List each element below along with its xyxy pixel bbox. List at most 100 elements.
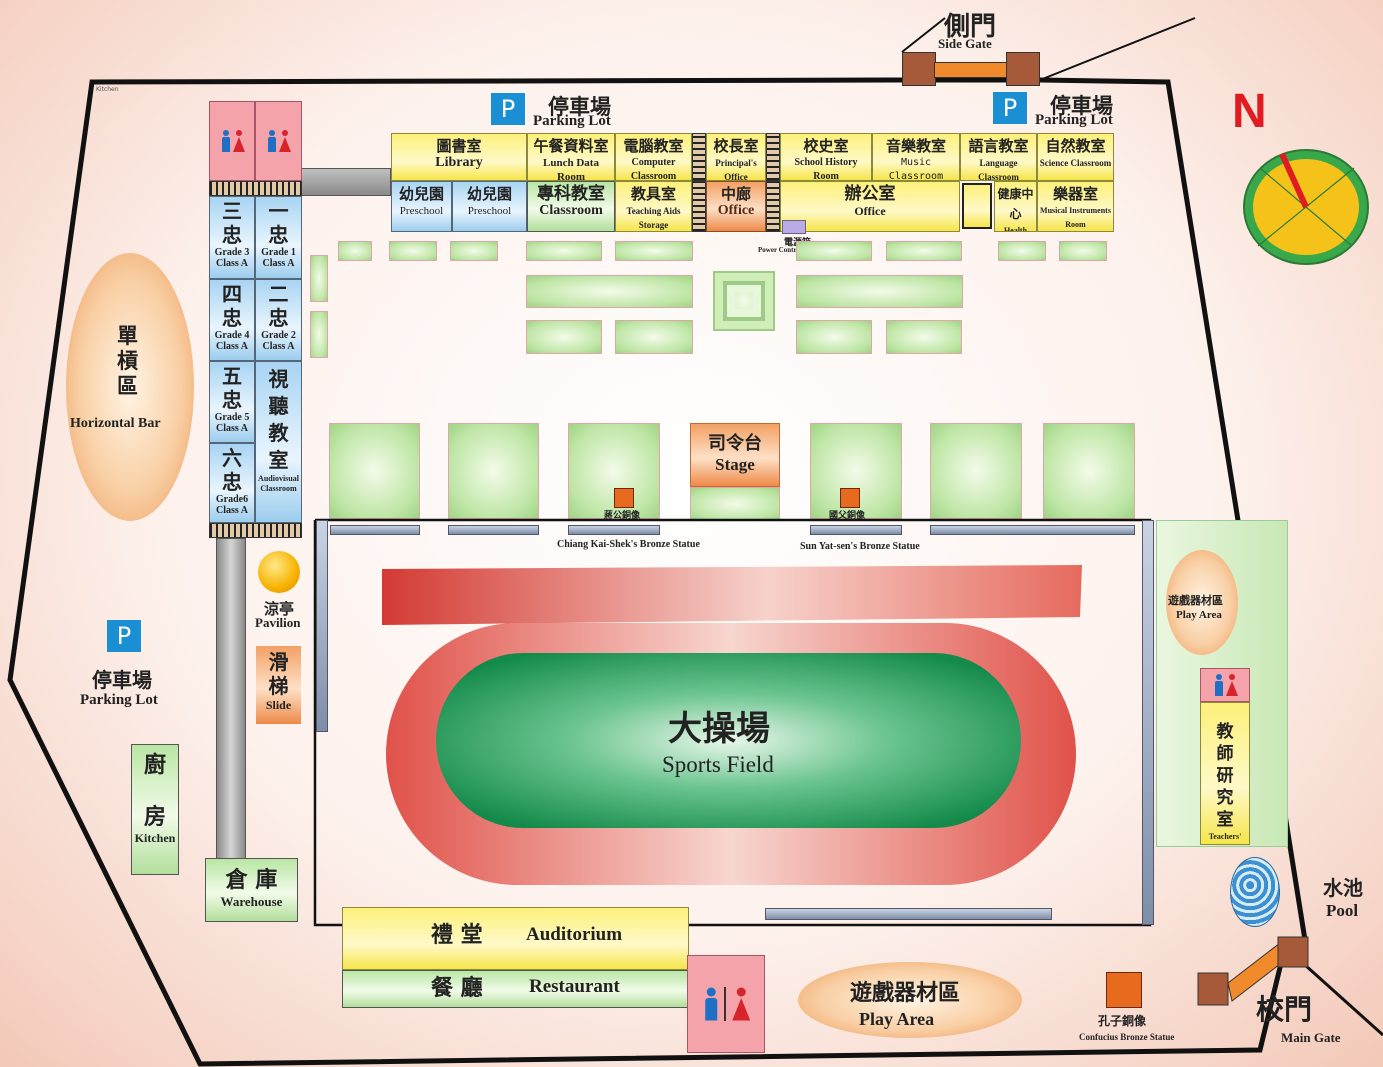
main-gate-en: Main Gate bbox=[1281, 1030, 1341, 1045]
compass-icon bbox=[1243, 149, 1369, 265]
restroom-nw-2 bbox=[255, 101, 302, 181]
main-gate-cn: 校門 bbox=[1256, 993, 1313, 1026]
planter bbox=[338, 241, 372, 261]
auditorium: 禮 堂 Auditorium bbox=[342, 907, 689, 970]
parking-top-left-cn: 停車場 bbox=[548, 95, 611, 119]
planter bbox=[450, 241, 498, 261]
rail-top-4 bbox=[810, 525, 902, 535]
side-gate-label-cn: 側門 bbox=[944, 12, 997, 42]
sports-field-cn: 大操場 bbox=[668, 709, 770, 749]
play-area-east-en: Play Area bbox=[1176, 609, 1222, 621]
parking-icon-top-left: P bbox=[491, 93, 525, 125]
rail-right bbox=[1142, 520, 1154, 925]
garden bbox=[526, 275, 693, 308]
restroom-nw-1 bbox=[209, 101, 255, 181]
play-area-east-cn: 遊戲器材區 bbox=[1168, 594, 1223, 607]
stairs-west-top bbox=[209, 181, 302, 196]
planter bbox=[526, 241, 602, 261]
planter bbox=[310, 255, 328, 302]
stairs-west-bottom bbox=[209, 523, 302, 538]
power-panel-en: Power Control Panel bbox=[758, 246, 821, 254]
parking-left-en: Parking Lot bbox=[80, 692, 158, 708]
small-room bbox=[962, 183, 992, 229]
planter bbox=[886, 241, 962, 261]
main-gate bbox=[1197, 936, 1309, 1006]
restroom-east bbox=[1200, 668, 1250, 702]
central-garden bbox=[713, 271, 775, 331]
play-area-south bbox=[798, 962, 1022, 1038]
pool-cn: 水池 bbox=[1323, 876, 1363, 900]
garden bbox=[886, 320, 962, 354]
planter bbox=[796, 241, 872, 261]
chiang-statue-en: Chiang Kai-Shek's Bronze Statue bbox=[557, 539, 700, 550]
stairs-4 bbox=[766, 181, 780, 232]
chiang-statue-icon bbox=[614, 488, 634, 508]
corner-label: Kitchen bbox=[96, 86, 119, 93]
horizontal-bar-area bbox=[66, 253, 194, 521]
play-area-south-cn: 遊戲器材區 bbox=[850, 981, 961, 1006]
field-garden bbox=[1043, 423, 1135, 519]
corridor-north bbox=[301, 168, 391, 196]
sun-statue-cn: 國父銅像 bbox=[829, 511, 866, 521]
play-area-south-en: Play Area bbox=[859, 1009, 935, 1029]
parking-icon-top-right: P bbox=[993, 92, 1027, 124]
parking-top-right-en: Parking Lot bbox=[1035, 112, 1113, 128]
garden bbox=[615, 320, 693, 354]
parking-icon-left: P bbox=[107, 620, 141, 652]
horizontal-bar-cn: 單 槓 區 bbox=[117, 324, 138, 398]
rail-top-2 bbox=[448, 525, 539, 535]
planter bbox=[389, 241, 437, 261]
garden bbox=[796, 320, 872, 354]
planter bbox=[998, 241, 1046, 261]
sun-statue-icon bbox=[840, 488, 860, 508]
pavilion-cn: 涼亭 bbox=[264, 600, 295, 618]
pool-icon bbox=[1230, 857, 1280, 927]
power-panel-box bbox=[782, 220, 806, 234]
confucius-statue-cn: 孔子銅像 bbox=[1098, 1014, 1147, 1028]
pavilion-icon bbox=[258, 551, 300, 593]
parking-top-left-en: Parking Lot bbox=[533, 113, 611, 129]
confucius-statue-icon bbox=[1106, 972, 1142, 1008]
north-letter: N bbox=[1232, 85, 1267, 138]
pool-en: Pool bbox=[1326, 901, 1359, 920]
stairs-3 bbox=[692, 181, 706, 232]
confucius-statue-en: Confucius Bronze Statue bbox=[1079, 1032, 1175, 1042]
chiang-statue-cn: 蔣公銅像 bbox=[604, 511, 641, 521]
restaurant: 餐 廳 Restaurant bbox=[342, 970, 689, 1008]
garden bbox=[526, 320, 602, 354]
field-garden bbox=[448, 423, 539, 519]
sun-statue-en: Sun Yat-sen's Bronze Statue bbox=[800, 541, 920, 552]
rail-top-3 bbox=[568, 525, 660, 535]
stairs-2 bbox=[766, 133, 780, 181]
planter bbox=[1059, 241, 1107, 261]
planter bbox=[615, 241, 693, 261]
stage-base bbox=[690, 487, 780, 521]
sports-field bbox=[382, 565, 1082, 885]
parking-left-cn: 停車場 bbox=[92, 668, 152, 692]
side-gate bbox=[902, 50, 1040, 86]
